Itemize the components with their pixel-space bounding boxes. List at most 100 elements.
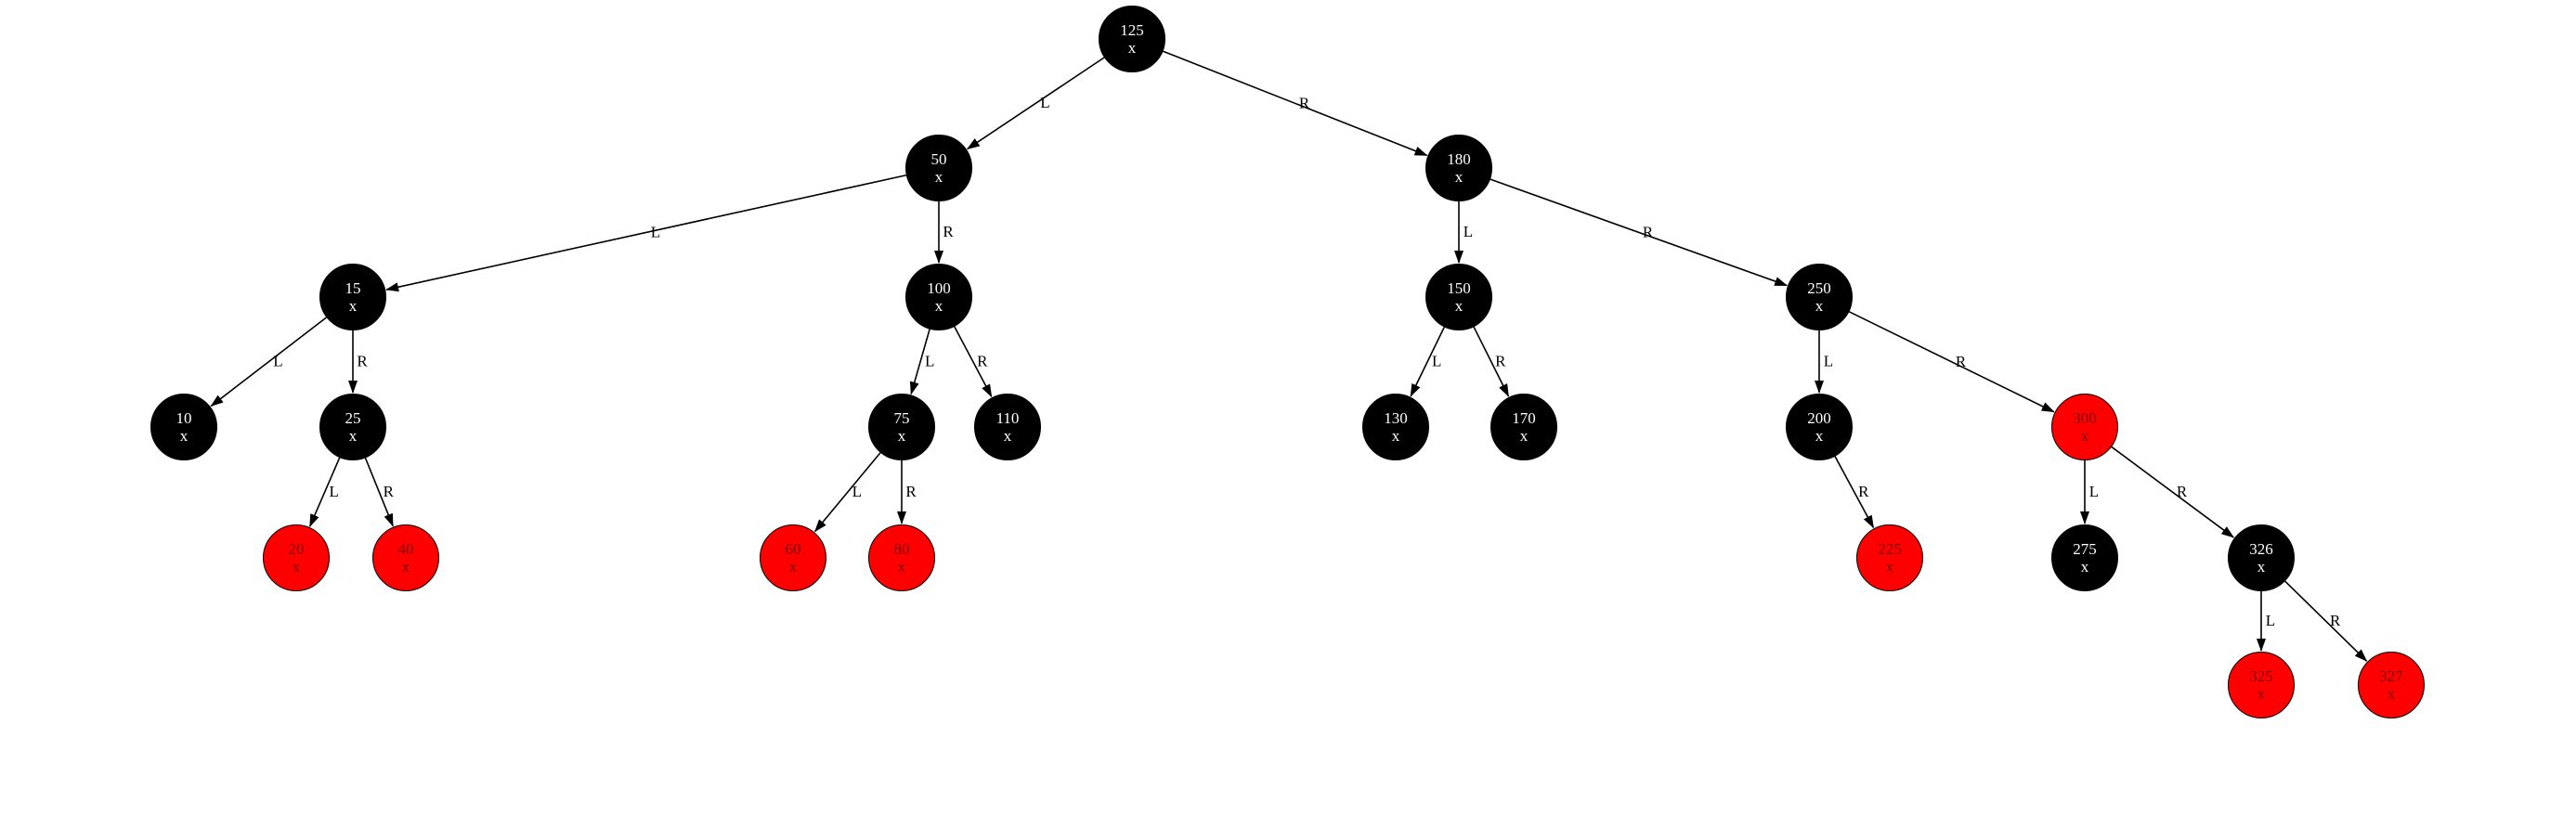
node-key: 327 [2379, 667, 2403, 685]
edge-label-326-327: R [2330, 612, 2341, 629]
edge-label-25-20: L [330, 483, 339, 500]
node-key: 200 [1807, 409, 1831, 427]
node-key: 250 [1807, 279, 1831, 297]
node-value: x [2257, 558, 2266, 576]
node-key: 20 [288, 540, 305, 558]
edge-label-150-130: L [1432, 353, 1441, 370]
edge-label-300-326: R [2177, 483, 2188, 500]
node-value: x [179, 427, 189, 445]
edge-label-75-80: R [905, 483, 917, 500]
node-value: x [1885, 558, 1894, 576]
node-key: 150 [1447, 279, 1471, 297]
node-value: x [1003, 427, 1012, 445]
node-value: x [2387, 685, 2396, 703]
edge-label-100-75: L [925, 353, 934, 370]
node-key: 170 [1512, 409, 1536, 427]
node-key: 325 [2249, 667, 2273, 685]
node-value: x [292, 558, 301, 576]
node-value: x [1391, 427, 1400, 445]
node-value: x [1815, 297, 1824, 315]
edge-label-15-10: L [273, 353, 282, 370]
node-value: x [2257, 685, 2266, 703]
node-key: 25 [345, 409, 361, 427]
edge-125-180 [1163, 50, 1428, 157]
edge-150-170 [1473, 326, 1510, 397]
node-value: x [1127, 39, 1137, 57]
edge-label-250-300: R [1956, 353, 1967, 370]
node-value: x [1815, 427, 1824, 445]
node-key: 100 [927, 279, 951, 297]
node-key: 275 [2073, 540, 2097, 558]
edge-label-25-40: R [384, 483, 395, 500]
edge-125-50 [966, 57, 1105, 150]
node-value: x [934, 297, 943, 315]
edge-label-50-100: R [943, 223, 954, 240]
edge-label-125-50: L [1040, 94, 1049, 111]
node-value: x [2080, 558, 2089, 576]
edge-50-15 [385, 174, 907, 292]
node-key: 125 [1120, 21, 1144, 39]
node-key: 80 [893, 540, 910, 558]
node-value: x [897, 427, 906, 445]
edge-180-250 [1490, 178, 1789, 287]
edge-label-300-275: L [2089, 483, 2099, 500]
node-key: 50 [930, 150, 947, 168]
edge-200-225 [1834, 456, 1875, 529]
edge-label-100-110: R [977, 353, 988, 370]
edge-label-50-15: L [651, 223, 660, 240]
node-value: x [1519, 427, 1529, 445]
node-value: x [788, 558, 798, 576]
edge-326-327 [2284, 580, 2368, 662]
edge-label-180-250: R [1643, 223, 1654, 240]
edge-100-75 [909, 329, 930, 395]
node-key: 180 [1447, 150, 1471, 168]
edge-25-40 [364, 458, 394, 527]
node-key: 326 [2249, 540, 2273, 558]
node-key: 40 [397, 540, 414, 558]
edge-25-20 [308, 457, 341, 527]
node-value: x [897, 558, 906, 576]
edge-15-10 [210, 317, 327, 408]
node-key: 110 [995, 409, 1020, 427]
edge-label-250-200: L [1824, 353, 1833, 370]
node-value: x [1454, 168, 1464, 186]
node-key: 15 [345, 279, 361, 297]
node-key: 60 [785, 540, 801, 558]
edge-300-326 [2111, 446, 2235, 538]
edge-label-180-150: L [1464, 223, 1473, 240]
node-value: x [401, 558, 410, 576]
node-value: x [934, 168, 943, 186]
edge-label-15-25: R [357, 353, 368, 370]
node-key: 225 [1878, 540, 1902, 558]
edge-label-125-180: R [1299, 94, 1310, 111]
edge-75-60 [813, 452, 881, 533]
node-value: x [1454, 297, 1464, 315]
node-key: 300 [2073, 409, 2097, 427]
edge-label-150-170: R [1495, 353, 1506, 370]
edge-label-200-225: R [1858, 483, 1869, 500]
edge-250-300 [1848, 311, 2055, 413]
